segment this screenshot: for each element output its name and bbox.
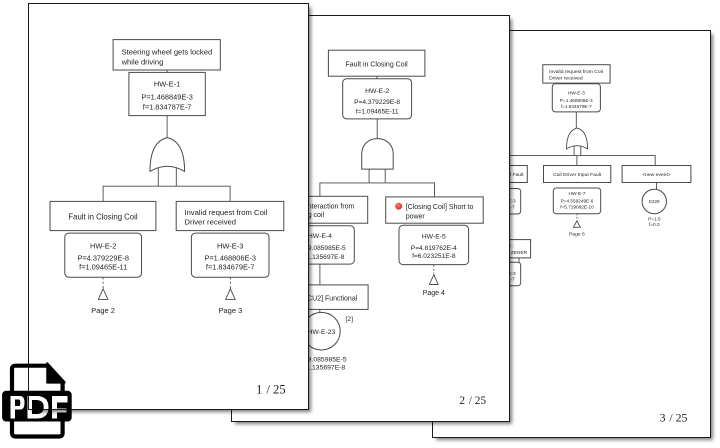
svg-text:Driver received: Driver received: [184, 217, 236, 226]
svg-text:P=1.468806E-3: P=1.468806E-3: [560, 98, 593, 103]
svg-text:[Closing Coil] Short to: [Closing Coil] Short to: [405, 203, 473, 210]
svg-text:HW-E-5: HW-E-5: [421, 233, 445, 240]
svg-text:nteraction from: nteraction from: [307, 203, 354, 210]
svg-text:P=9.085985E-5: P=9.085985E-5: [299, 356, 347, 363]
svg-text:P=4.379229E-8: P=4.379229E-8: [354, 98, 400, 105]
svg-text:Steering wheel gets locked: Steering wheel gets locked: [121, 47, 212, 56]
svg-text:f=1.09465E-11: f=1.09465E-11: [79, 262, 127, 271]
svg-text:HW-E-1: HW-E-1: [154, 79, 180, 88]
svg-text:HW-E-2: HW-E-2: [90, 241, 116, 250]
svg-text:f=1.135697E-8: f=1.135697E-8: [300, 364, 345, 371]
svg-text:[2]: [2]: [345, 315, 353, 322]
svg-text:P=1.468806E-3: P=1.468806E-3: [204, 253, 255, 262]
svg-text:f=1.834787E-7: f=1.834787E-7: [142, 102, 191, 111]
svg-text:Coil Driver Input Fault: Coil Driver Input Fault: [553, 172, 602, 178]
svg-text:f=0.0: f=0.0: [649, 222, 660, 227]
svg-text:1 / 25: 1 / 25: [256, 382, 285, 396]
svg-text:HW-E-2: HW-E-2: [365, 87, 389, 94]
svg-text:f=1.09465E-11: f=1.09465E-11: [355, 108, 398, 115]
svg-text:Page 3: Page 3: [218, 305, 242, 314]
svg-text:Invalid request from Coil: Invalid request from Coil: [549, 69, 603, 75]
svg-text:3 / 25: 3 / 25: [659, 411, 687, 425]
svg-text:f=6.023251E-8: f=6.023251E-8: [412, 253, 456, 260]
svg-text:Invalid request from Coil: Invalid request from Coil: [184, 207, 267, 216]
svg-text:Fault in Closing Coil: Fault in Closing Coil: [345, 61, 408, 68]
svg-text:P=4.559249E-6: P=4.559249E-6: [560, 199, 593, 204]
svg-text:HW-E-7: HW-E-7: [568, 191, 585, 197]
svg-text:CU2] Functional: CU2] Functional: [307, 295, 358, 302]
svg-text:P=4.379229E-8: P=4.379229E-8: [77, 253, 128, 262]
svg-text:ZENER: ZENER: [511, 250, 528, 256]
svg-text:while driving: while driving: [120, 57, 163, 66]
svg-text:P=4.819762E-4: P=4.819762E-4: [410, 244, 456, 251]
svg-text:P=1.0: P=1.0: [648, 217, 661, 222]
svg-text:<new event>: <new event>: [642, 172, 671, 178]
svg-text:f=1.834679E-7: f=1.834679E-7: [206, 262, 255, 271]
svg-text:power: power: [405, 213, 425, 220]
svg-text:P=9.085985E-5: P=9.085985E-5: [299, 245, 345, 252]
svg-text:f=1.135697E-8: f=1.135697E-8: [301, 253, 345, 260]
svg-text:HW-E-23: HW-E-23: [307, 328, 335, 335]
svg-text:E229: E229: [649, 199, 660, 204]
svg-text:f=5.719082E-10: f=5.719082E-10: [560, 205, 594, 210]
svg-text:HW-E-3: HW-E-3: [568, 91, 585, 97]
svg-text:HW-E-3: HW-E-3: [217, 241, 243, 250]
svg-text:g coil: g coil: [307, 212, 324, 219]
svg-text:Page 4: Page 4: [422, 290, 444, 297]
svg-text:Fault in Closing Coil: Fault in Closing Coil: [68, 212, 137, 221]
svg-text:Page 6: Page 6: [569, 232, 585, 238]
svg-text:f=1.834679E-7: f=1.834679E-7: [561, 104, 592, 109]
svg-text:HW-E-4: HW-E-4: [307, 233, 331, 240]
svg-text:2 / 25: 2 / 25: [459, 395, 486, 407]
svg-text:l Fault: l Fault: [510, 172, 524, 178]
svg-text:Driver received: Driver received: [549, 76, 583, 82]
svg-text:P=1.468849E-3: P=1.468849E-3: [141, 92, 192, 101]
svg-text:Page 2: Page 2: [91, 305, 115, 314]
